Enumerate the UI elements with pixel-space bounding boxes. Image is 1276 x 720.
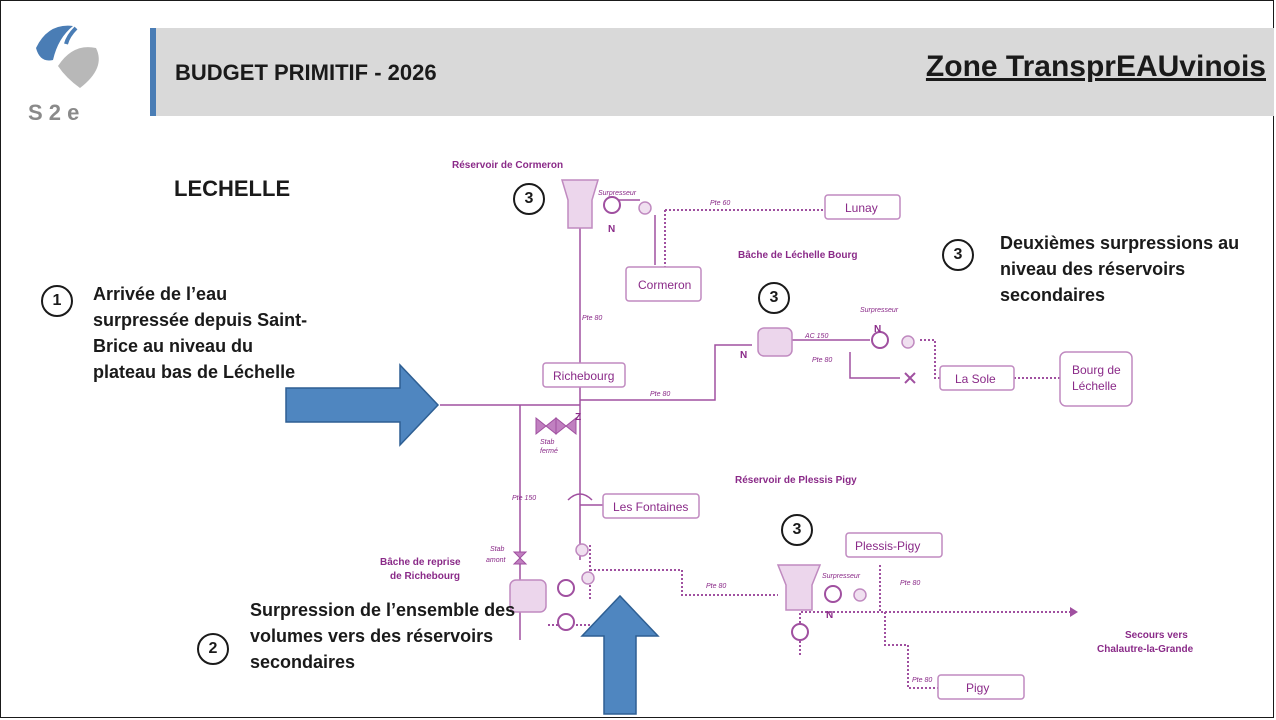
pipe-ac150-label: AC 150 (804, 333, 828, 340)
main-pipes (440, 212, 581, 640)
zone-title: Zone TransprEAUvinois (925, 50, 1266, 83)
arrow-surpression-icon (580, 594, 660, 715)
dotted-lunay (664, 209, 825, 270)
z-marker: Z (575, 412, 581, 423)
annotation-number-3-legend: 3 (942, 239, 974, 271)
pump-plessis-icon (824, 585, 842, 603)
valve-reprise-top-icon (575, 543, 589, 557)
logo-text: S 2 e (28, 100, 79, 125)
box-cormeron-label: Cormeron (638, 278, 691, 292)
annotation-number-3-cormeron: 3 (513, 183, 545, 215)
valve-bourg-icon (901, 335, 915, 349)
header-band (150, 28, 1274, 116)
reservoir-plessis-label: Réservoir de Plessis Pigy (735, 475, 857, 486)
dotted-plessis (590, 569, 778, 596)
north-bourg-2: N (874, 324, 881, 335)
box-richebourg-label: Richebourg (553, 369, 614, 383)
annotation-number-3-bourg: 3 (758, 282, 790, 314)
box-bourg-label-1: Bourg de (1072, 363, 1121, 377)
box-lunay-label: Lunay (845, 201, 878, 215)
box-les-fontaines-label: Les Fontaines (613, 500, 688, 514)
box-cormeron (625, 266, 702, 302)
stab-ferme-label-1: Stab (540, 439, 555, 446)
valve-plessis-icon (853, 588, 867, 602)
pump-reprise-1-icon (557, 579, 575, 597)
secours-arrowhead (1070, 607, 1078, 617)
bache-bourg-label: Bâche de Léchelle Bourg (738, 250, 857, 261)
box-les-fontaines (602, 493, 700, 519)
annotation-number-1: 1 (41, 285, 73, 317)
reservoir-cormeron-shape (560, 179, 600, 229)
surpresseur-cormeron-label: Surpresseur (598, 190, 637, 197)
stab-ferme-label-2: fermé (540, 448, 558, 455)
annotation-text-2: Surpression de l’ensemble des volumes ve… (250, 600, 516, 672)
annotation-text-3: Deuxièmes surpressions au niveau des rés… (1000, 233, 1240, 305)
box-pigy (937, 674, 1025, 700)
box-la-sole-label: La Sole (955, 372, 996, 386)
box-plessis-pigy-label: Plessis-Pigy (855, 539, 920, 553)
reservoir-plessis-shape (776, 564, 822, 611)
pump-plessis-2-icon (791, 623, 809, 641)
north-bourg: N (740, 350, 747, 361)
stab-amont-valve-icon (512, 551, 528, 565)
valve-cormeron-icon (638, 201, 652, 215)
commune-title: LECHELLE (174, 176, 291, 201)
dotted-bourg (920, 339, 1060, 379)
pipe-crossing (567, 493, 593, 501)
box-la-sole (939, 365, 1015, 391)
surpresseur-bourg-label: Surpresseur (860, 307, 899, 314)
north-cormeron: N (608, 224, 615, 235)
box-bourg-label-2: Léchelle (1072, 379, 1117, 393)
pipe-pte60-label: Pte 60 (710, 200, 730, 207)
annotation-text-1: Arrivée de l’eau surpressée depuis Saint… (93, 284, 308, 382)
box-pigy-label: Pigy (966, 681, 989, 695)
stab-ferme-valve-icon (535, 416, 577, 436)
pipe-pte150-label: Pte 150 (512, 495, 536, 502)
box-bourg-lechelle (1059, 351, 1133, 407)
bache-reprise-shape (509, 579, 547, 613)
s2e-logo: S 2 e (28, 25, 99, 125)
stab-amont-label-2: amont (486, 557, 507, 564)
box-plessis-pigy (845, 532, 943, 558)
bache-reprise-label-1: Bâche de reprise (380, 557, 461, 568)
pump-bourg-icon (871, 331, 889, 349)
reservoir-cormeron-label: Réservoir de Cormeron (452, 160, 563, 171)
header-accent-bar (150, 28, 156, 116)
pipe-pte80-plessis-label: Pte 80 (706, 583, 726, 590)
secours-label-1: Secours vers (1125, 630, 1188, 641)
budget-title: BUDGET PRIMITIF - 2026 (175, 60, 437, 85)
pump-reprise-2-icon (557, 613, 575, 631)
pipe-bourg-out (790, 339, 900, 379)
annotation-number-3-plessis: 3 (781, 514, 813, 546)
pipe-pte80-pigy-label: Pte 80 (912, 677, 932, 684)
pipe-pte80-vert-plessis-label: Pte 80 (900, 580, 920, 587)
arrow-arrivee-icon (285, 363, 440, 447)
stab-amont-label-1: Stab (490, 546, 505, 553)
bache-bourg-shape (757, 327, 793, 357)
surpresseur-plessis-label: Surpresseur (822, 573, 861, 580)
pipe-pte80-bourg-label: Pte 80 (812, 357, 832, 364)
dotted-pigy (884, 612, 938, 689)
valve-lasole-icon (904, 372, 916, 384)
bache-reprise-label-2: de Richebourg (390, 571, 460, 582)
box-lunay (824, 194, 901, 220)
pipe-to-bourg (580, 344, 752, 401)
secours-label-2: Chalautre-la-Grande (1097, 644, 1194, 655)
pipe-pte80-horiz-label: Pte 80 (650, 391, 670, 398)
north-plessis: N (826, 610, 833, 621)
pump-cormeron-icon (603, 196, 621, 214)
annotation-number-2: 2 (197, 633, 229, 665)
pipe-pte80-vert-label: Pte 80 (582, 315, 602, 322)
valve-reprise-icon (581, 571, 595, 585)
box-richebourg (542, 362, 626, 388)
